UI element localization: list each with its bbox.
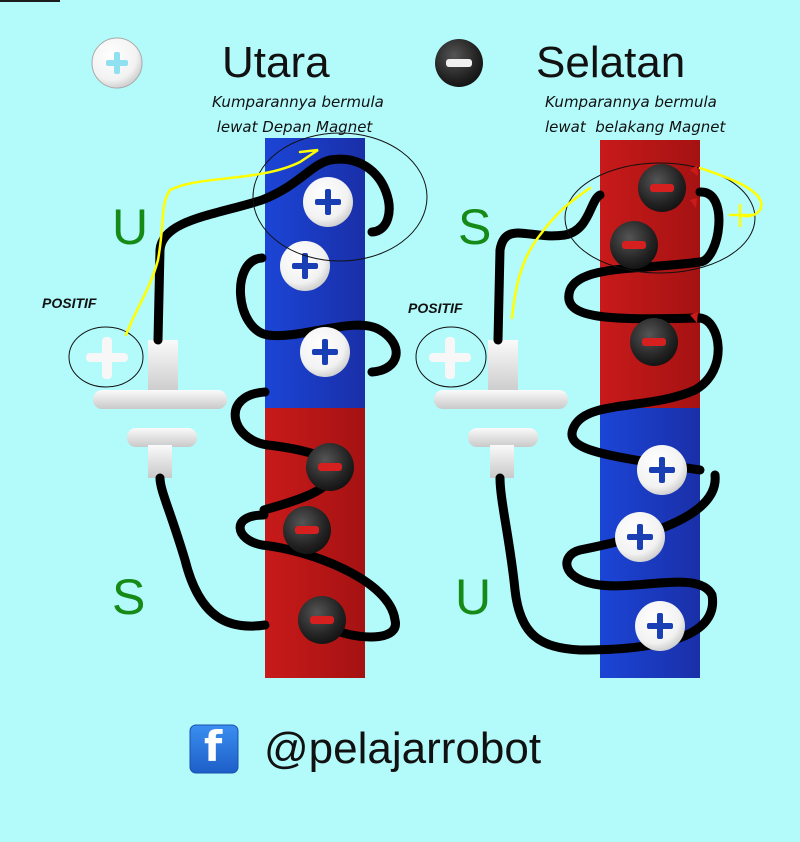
legend-north-label: Utara bbox=[222, 38, 330, 87]
left-minus-ball-3 bbox=[298, 596, 346, 644]
right-start-highlight bbox=[564, 162, 756, 274]
right-red-arrow-marks bbox=[690, 165, 698, 323]
right-positive-plus-icon bbox=[429, 337, 471, 379]
facebook-icon[interactable] bbox=[189, 724, 239, 774]
left-start-marker-line bbox=[124, 148, 319, 337]
left-plus-ball-3 bbox=[300, 327, 350, 377]
left-plus-ball-1 bbox=[303, 177, 353, 227]
left-top-pole-label: U bbox=[112, 199, 149, 255]
plus-circle-icon bbox=[91, 37, 143, 89]
minus-circle-icon bbox=[435, 39, 483, 87]
left-battery-negative-terminal bbox=[127, 428, 197, 478]
left-minus-ball-2 bbox=[283, 506, 331, 554]
right-minus-ball-1 bbox=[638, 164, 686, 212]
right-plus-ball-2 bbox=[615, 512, 665, 562]
left-positive-label: POSITIF bbox=[42, 295, 97, 311]
left-bottom-pole-label: S bbox=[112, 569, 146, 625]
top-edge-line bbox=[0, 0, 60, 2]
left-note: Kumparannya bermula lewat Depan Magnet bbox=[212, 93, 384, 136]
right-positive-label: POSITIF bbox=[408, 300, 463, 316]
right-minus-ball-3 bbox=[630, 318, 678, 366]
left-minus-ball-1 bbox=[306, 443, 354, 491]
legend-south-label: Selatan bbox=[536, 38, 686, 87]
left-start-highlight bbox=[252, 132, 428, 262]
right-coil-wire bbox=[493, 187, 724, 655]
right-plus-ball-3 bbox=[635, 601, 685, 651]
right-minus-ball-2 bbox=[610, 221, 658, 269]
left-plus-ball-2 bbox=[280, 241, 330, 291]
right-start-marker-line bbox=[510, 166, 763, 320]
right-plus-ball-1 bbox=[637, 445, 687, 495]
right-top-pole-label: S bbox=[458, 199, 492, 255]
left-positive-highlight bbox=[68, 326, 144, 388]
left-positive-plus-icon bbox=[86, 337, 128, 379]
right-positive-highlight bbox=[415, 326, 487, 388]
facebook-icon-letter: f bbox=[204, 722, 223, 771]
right-bottom-pole-label: U bbox=[455, 569, 492, 625]
right-note: Kumparannya bermula lewat belakang Magne… bbox=[545, 93, 726, 136]
social-handle[interactable]: @pelajarrobot bbox=[264, 724, 542, 773]
right-battery-negative-terminal bbox=[468, 428, 538, 478]
left-battery-positive-terminal bbox=[93, 340, 227, 409]
right-battery-positive-terminal bbox=[434, 340, 568, 409]
